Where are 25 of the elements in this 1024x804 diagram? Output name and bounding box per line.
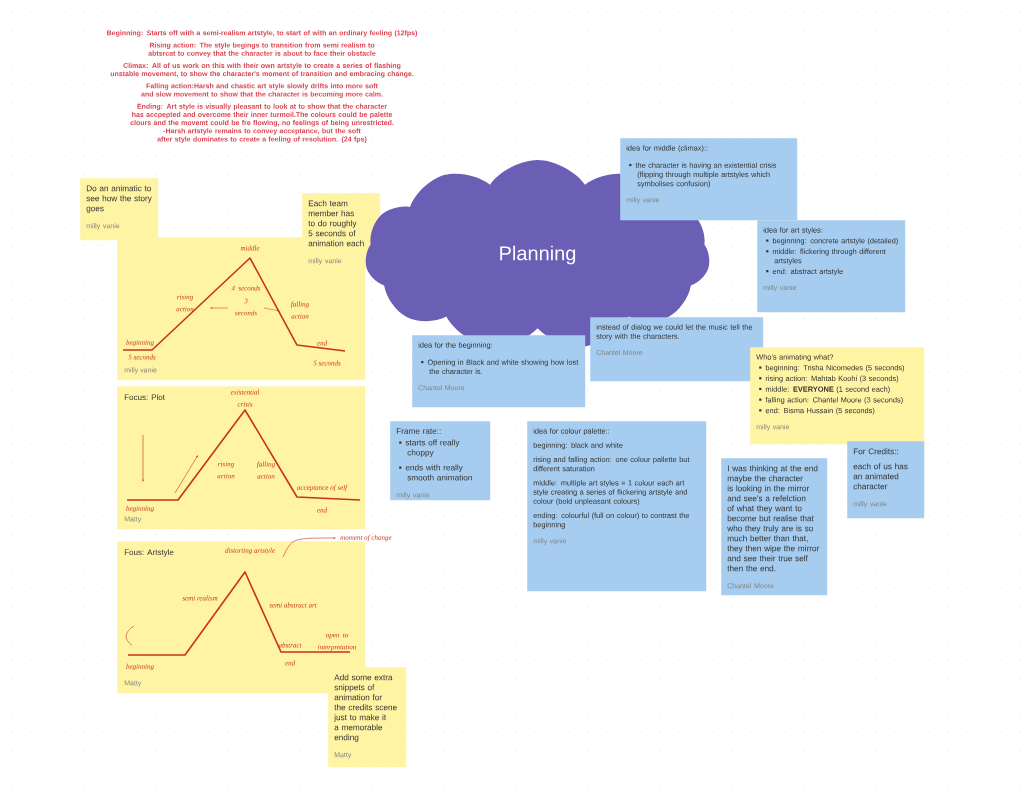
sticky-note — [721, 458, 828, 596]
sticky-note — [750, 347, 925, 445]
sticky-note — [527, 421, 707, 592]
note-text: Add some extra snippets of animation for the credits scene just to make it a memorable ending — [334, 674, 397, 742]
sticky-note — [117, 237, 366, 381]
sticky-note — [117, 386, 366, 530]
sticky-note — [757, 220, 906, 313]
note-text: Do an animatic to see how the story goes — [86, 185, 152, 213]
note-text: each of us has an animated character — [853, 463, 908, 490]
note-heading: Focus: Plot — [124, 394, 165, 401]
bullet-item: ends with really smooth animation — [405, 464, 472, 481]
note-text: Each team member has to do roughly 5 seconds of animation each — [308, 200, 364, 247]
note-heading: Frame rate:: — [396, 428, 441, 434]
sticky-note — [302, 193, 381, 269]
sticky-note — [80, 178, 159, 241]
sticky-note — [620, 138, 798, 221]
sticky-note — [412, 335, 586, 408]
sticky-note — [390, 421, 491, 501]
note-heading: For Credits:: — [853, 448, 899, 455]
note-text: I was thinking at the end maybe the character is looking in the mirror and see’s a refelction of what they want to become but realise that who they truly are is so much better than that, they then wipe the mirror and see their true self then the end. — [727, 465, 820, 572]
bullet-item: starts off really choppy — [405, 439, 460, 458]
note-heading: Fous: Artstyle — [124, 549, 174, 557]
cloud-title: Planning — [500, 245, 576, 265]
sticky-note — [847, 441, 925, 519]
sticky-note — [328, 667, 407, 768]
